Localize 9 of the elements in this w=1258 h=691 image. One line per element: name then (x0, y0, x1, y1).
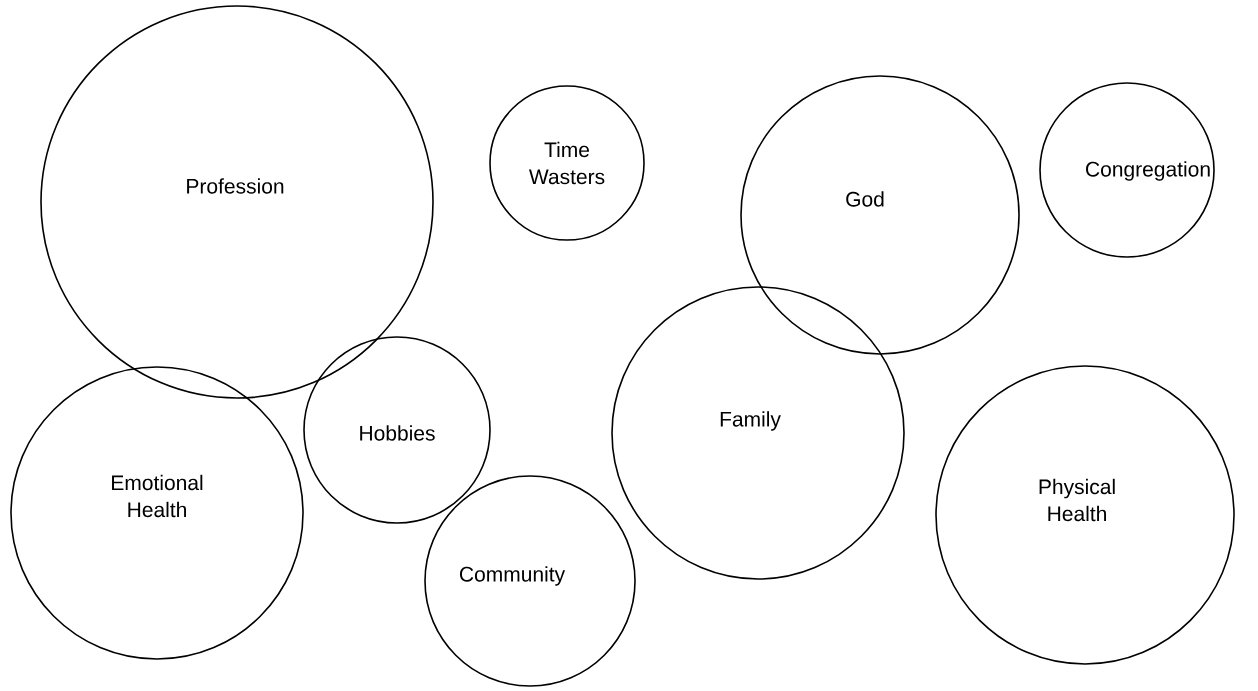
circle-node: Hobbies (303, 336, 491, 524)
circle-node: Congregation (1039, 82, 1215, 258)
circle-node: Family (611, 286, 905, 580)
circle-node: Profession (40, 5, 434, 399)
circle-node: Physical Health (935, 365, 1235, 665)
circle-node: Emotional Health (10, 366, 304, 660)
circle-node: Community (424, 475, 636, 687)
circle-node: God (740, 75, 1020, 355)
circle-node: Time Wasters (489, 85, 645, 241)
